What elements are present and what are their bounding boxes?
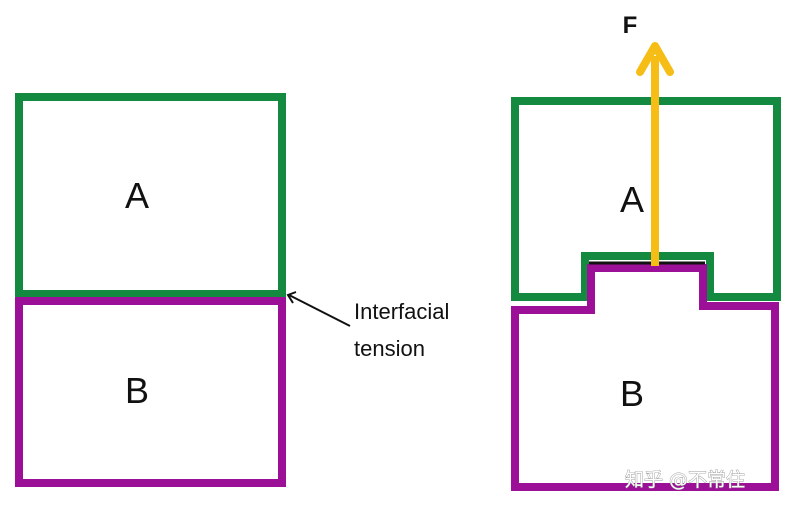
right-block-b-label: B bbox=[620, 373, 644, 414]
right-block-a bbox=[511, 97, 781, 301]
force-label: F bbox=[623, 12, 638, 39]
right-block-a-label: A bbox=[620, 179, 644, 220]
left-block-b-label: B bbox=[125, 370, 149, 411]
interfacial-tension-label-line2: tension bbox=[354, 336, 425, 361]
right-block-b bbox=[511, 264, 779, 491]
watermark: 知乎 @不常住 bbox=[625, 469, 745, 491]
interfacial-tension-arrowhead bbox=[286, 291, 297, 304]
force-arrow-head bbox=[636, 42, 674, 76]
left-block-a bbox=[15, 93, 286, 298]
left-block-b bbox=[15, 297, 286, 487]
left-block-a-label: A bbox=[125, 175, 149, 216]
interfacial-tension-label-line1: Interfacial bbox=[354, 299, 449, 324]
left-panel: A B Interfacial tension bbox=[15, 93, 449, 487]
right-panel: A B F bbox=[511, 12, 781, 491]
interfacial-tension-arrow bbox=[288, 294, 351, 327]
